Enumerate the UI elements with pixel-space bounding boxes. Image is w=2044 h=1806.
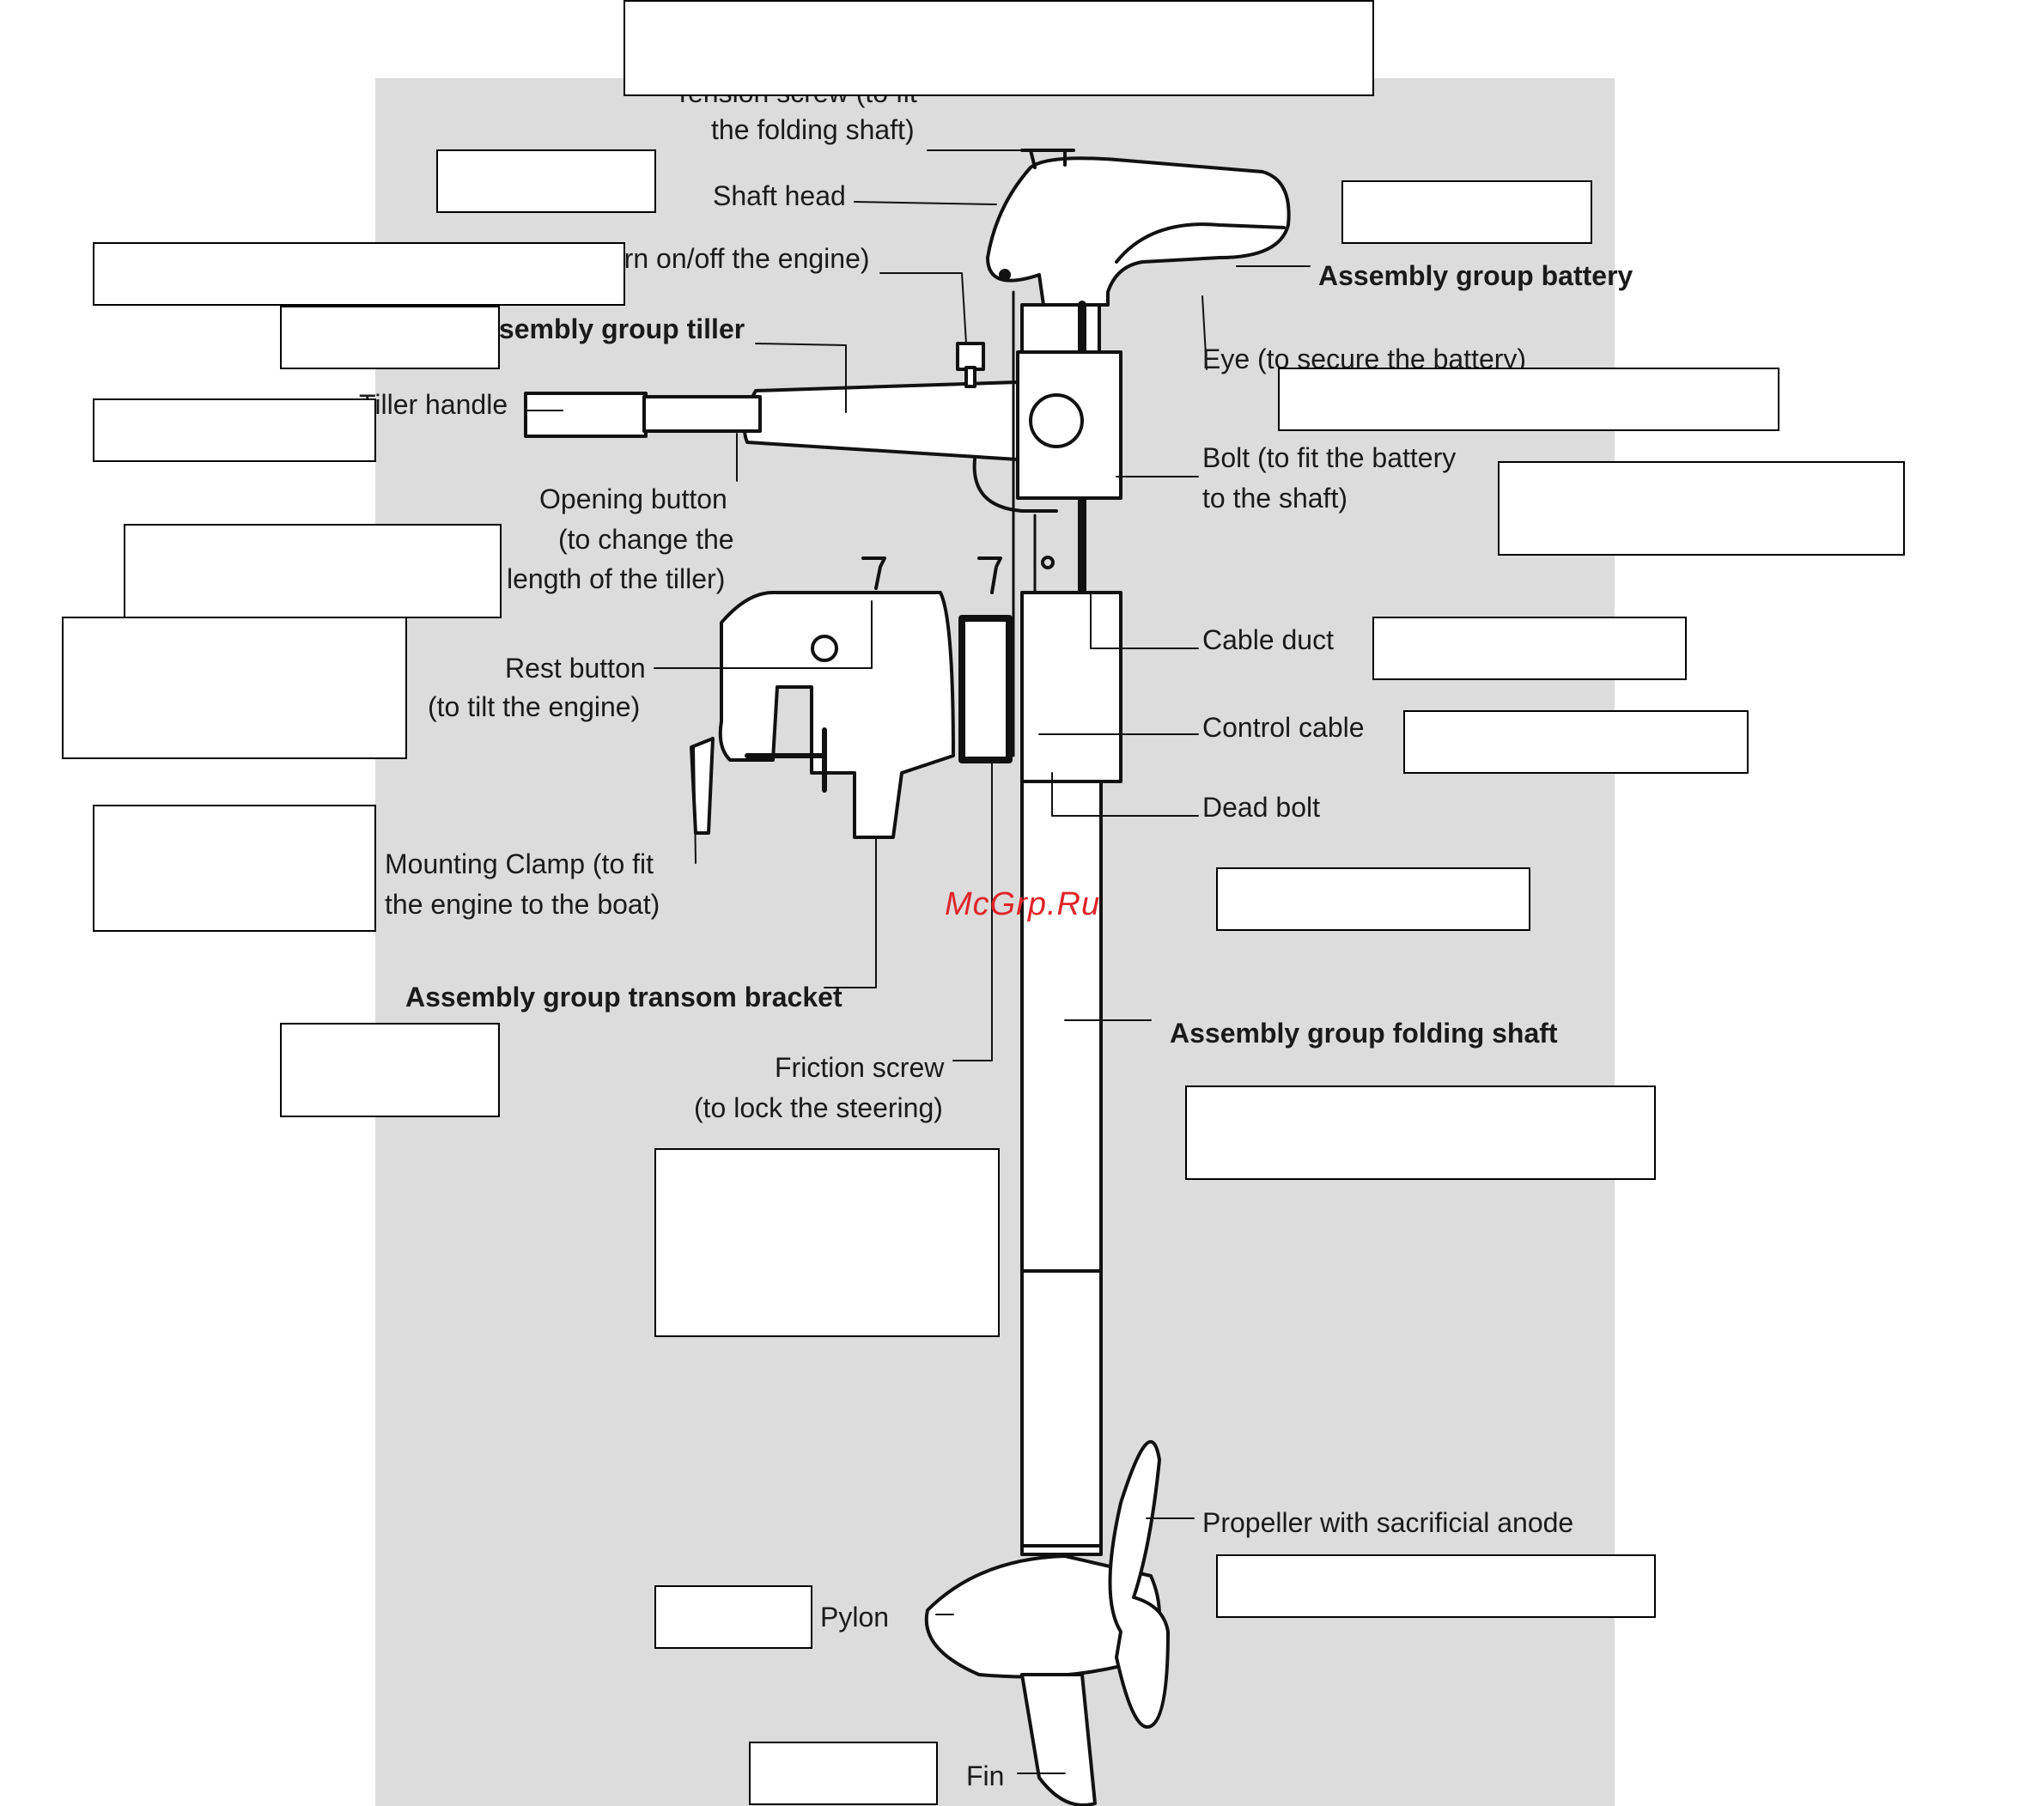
label-shaft-head: Shaft head bbox=[713, 180, 846, 211]
blank-box-14 bbox=[1216, 867, 1530, 931]
label-mounting-clamp-2: the engine to the boat) bbox=[385, 889, 660, 920]
blank-box-7 bbox=[93, 398, 376, 462]
blank-box-13 bbox=[93, 805, 376, 932]
label-opening-button: Opening button bbox=[539, 483, 727, 514]
blank-box-4 bbox=[93, 242, 625, 306]
blank-box-8 bbox=[1498, 461, 1905, 556]
label-friction-screw-2: (to lock the steering) bbox=[694, 1092, 943, 1123]
blank-box-18 bbox=[1216, 1554, 1656, 1618]
blank-box-11 bbox=[1372, 617, 1687, 680]
label-cable-duct: Cable duct bbox=[1202, 624, 1334, 655]
label-propeller: Propeller with sacrificial anode bbox=[1202, 1507, 1574, 1538]
label-assembly-battery: Assembly group battery bbox=[1318, 260, 1633, 291]
transom-bracket bbox=[718, 591, 955, 839]
label-opening-button-2: (to change the bbox=[558, 524, 734, 555]
label-mounting-clamp: Mounting Clamp (to fit bbox=[385, 848, 654, 879]
blank-box-17 bbox=[654, 1148, 1000, 1337]
blank-box-9 bbox=[124, 524, 502, 618]
shaft-head bbox=[986, 156, 1291, 307]
blank-box-19 bbox=[654, 1585, 812, 1649]
blank-box-6 bbox=[1278, 368, 1779, 431]
label-fin: Fin bbox=[966, 1760, 1005, 1791]
blank-box-20 bbox=[749, 1742, 938, 1805]
label-dead-bolt: Dead bolt bbox=[1202, 792, 1320, 823]
tiller-arm bbox=[742, 380, 1019, 461]
label-assembly-tiller: Assembly group tiller bbox=[464, 313, 745, 344]
blank-box-1 bbox=[624, 0, 1374, 96]
label-tiller-handle: Tiller handle bbox=[359, 389, 508, 420]
label-assembly-folding-shaft: Assembly group folding shaft bbox=[1170, 1018, 1558, 1049]
label-control-cable: Control cable bbox=[1202, 712, 1365, 743]
label-friction-screw: Friction screw bbox=[775, 1052, 945, 1083]
label-tension-screw-2: the folding shaft) bbox=[711, 114, 915, 145]
propeller bbox=[1108, 1439, 1170, 1729]
blank-box-10 bbox=[62, 617, 407, 759]
blank-box-5 bbox=[280, 306, 500, 369]
label-on-off: ...rn on/off the engine) bbox=[601, 243, 870, 274]
diagram-panel bbox=[375, 78, 1615, 1806]
watermark: McGrp.Ru bbox=[945, 886, 1101, 922]
label-bolt-2: to the shaft) bbox=[1202, 483, 1347, 514]
label-bolt: Bolt (to fit the battery bbox=[1202, 442, 1457, 473]
label-pylon: Pylon bbox=[820, 1602, 890, 1633]
label-rest-button-2: (to tilt the engine) bbox=[428, 691, 641, 722]
blank-box-15 bbox=[280, 1023, 500, 1117]
label-opening-button-3: length of the tiller) bbox=[507, 563, 726, 594]
blank-box-2 bbox=[436, 149, 656, 213]
tiller-handle-grip bbox=[524, 392, 648, 438]
fin bbox=[1020, 1673, 1097, 1806]
blank-box-3 bbox=[1341, 180, 1592, 244]
folding-shaft bbox=[1020, 780, 1103, 1556]
blank-box-16 bbox=[1185, 1085, 1656, 1180]
blank-box-12 bbox=[1403, 710, 1749, 774]
label-assembly-transom: Assembly group transom bracket bbox=[405, 982, 843, 1012]
label-rest-button: Rest button bbox=[505, 653, 646, 684]
